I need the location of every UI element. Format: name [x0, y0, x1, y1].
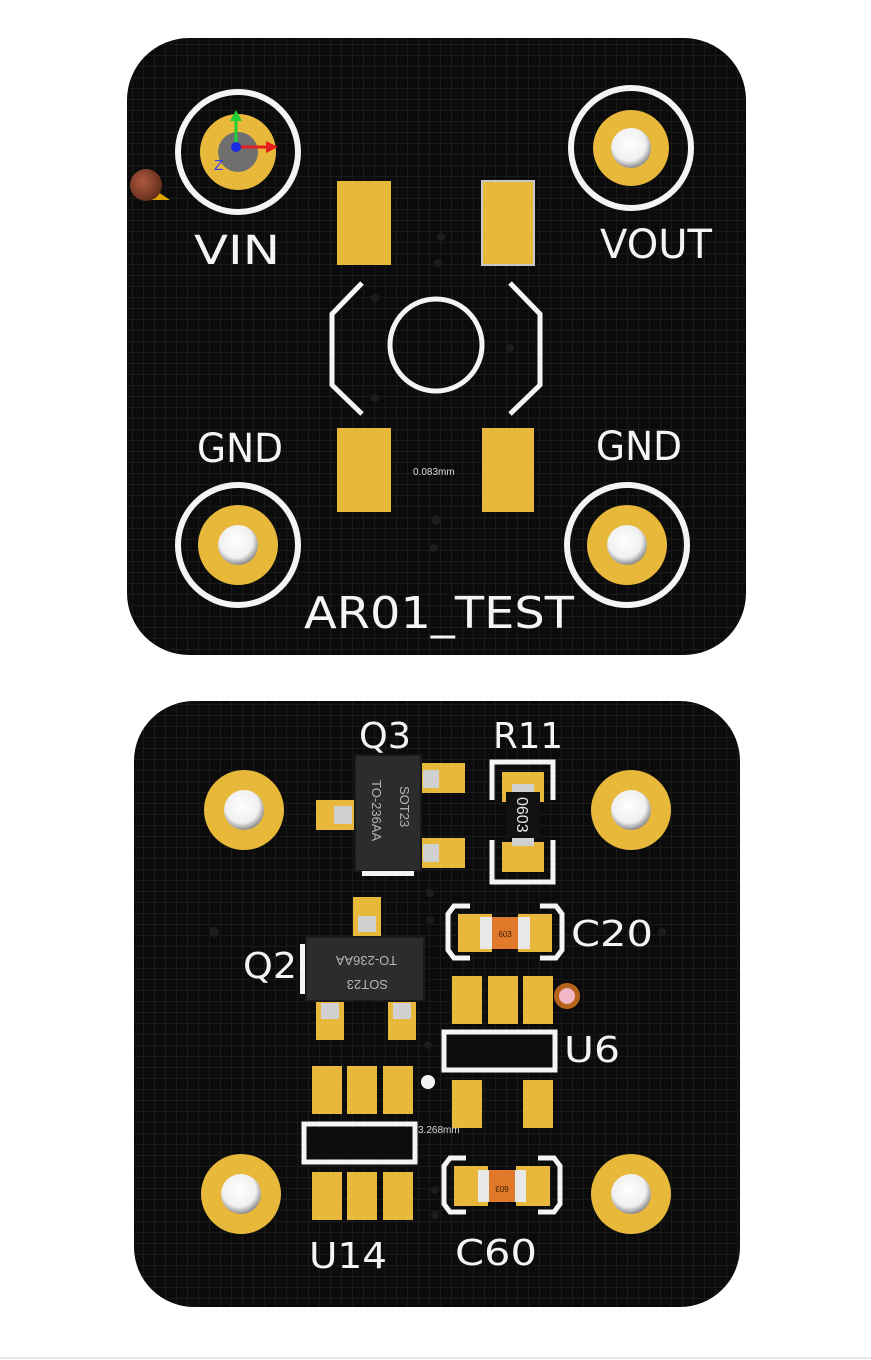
- gnd-right-label: GND: [596, 424, 682, 470]
- u14-designator: U14: [309, 1236, 387, 1277]
- bottom-vias: [209, 889, 666, 1219]
- bottom-measure-label: 3.268mm: [418, 1125, 460, 1136]
- u6-designator: U6: [564, 1030, 620, 1071]
- c60-body-text: 603: [495, 1184, 509, 1193]
- u14-chip[interactable]: [301, 1066, 418, 1220]
- top-pad-2[interactable]: [481, 180, 535, 266]
- pin1-dot: [421, 1075, 435, 1089]
- q3-pkg-line1: SOT23: [397, 786, 412, 827]
- c20-capacitor[interactable]: 603: [445, 903, 565, 961]
- bottom-mount-hole-tr[interactable]: [591, 770, 671, 850]
- r11-designator: R11: [493, 716, 563, 757]
- u6-chip[interactable]: [441, 976, 558, 1128]
- q2-pkg-line1: TO-236AA: [335, 953, 397, 968]
- c60-capacitor[interactable]: 603: [441, 1155, 563, 1215]
- vin-label: VIN: [194, 228, 280, 274]
- q2-pkg-line2: SOT23: [347, 977, 388, 992]
- top-board: Z VIN VOUT GND GND AR01_TEST 0.083mm: [127, 38, 746, 655]
- vout-pad[interactable]: [568, 85, 694, 211]
- q3-pkg-line2: TO-236AA: [369, 780, 384, 842]
- r11-resistor[interactable]: 0603: [489, 759, 556, 885]
- bottom-mount-hole-bl[interactable]: [201, 1154, 281, 1234]
- bottom-mount-hole-br[interactable]: [591, 1154, 671, 1234]
- q3-designator: Q3: [359, 716, 411, 757]
- top-pad-4[interactable]: [482, 428, 534, 512]
- q2-designator: Q2: [243, 946, 297, 987]
- top-pad-1[interactable]: [337, 181, 391, 265]
- vout-label: VOUT: [600, 222, 713, 268]
- c20-body-text: 603: [498, 930, 512, 939]
- tactile-switch-outline: [329, 281, 543, 416]
- bottom-board-substrate[interactable]: [134, 701, 740, 1307]
- r11-body-text: 0603: [513, 797, 530, 833]
- top-vias: [371, 233, 514, 552]
- axis-gizmo[interactable]: Z: [214, 110, 278, 174]
- q3-transistor[interactable]: SOT23 TO-236AA: [316, 754, 465, 876]
- top-measure-label: 0.083mm: [413, 467, 455, 478]
- c60-designator: C60: [455, 1233, 537, 1274]
- top-pad-3[interactable]: [337, 428, 391, 512]
- q2-transistor[interactable]: TO-236AA SOT23: [300, 897, 425, 1040]
- board-name-label: AR01_TEST: [304, 588, 574, 639]
- bottom-mount-hole-tl[interactable]: [204, 770, 284, 850]
- edge-marker-icon[interactable]: [130, 169, 170, 201]
- bottom-divider: [0, 1357, 871, 1359]
- vin-pad[interactable]: [175, 89, 301, 215]
- gnd-left-pad[interactable]: [175, 482, 301, 608]
- gnd-left-label: GND: [197, 426, 283, 472]
- bottom-board: SOT23 TO-236AA Q3 0603 R11 603 C20: [134, 701, 740, 1307]
- axis-z-label: Z: [214, 157, 223, 174]
- gnd-right-pad[interactable]: [564, 482, 690, 608]
- c20-designator: C20: [571, 914, 653, 955]
- probe-marker-icon[interactable]: [554, 983, 580, 1009]
